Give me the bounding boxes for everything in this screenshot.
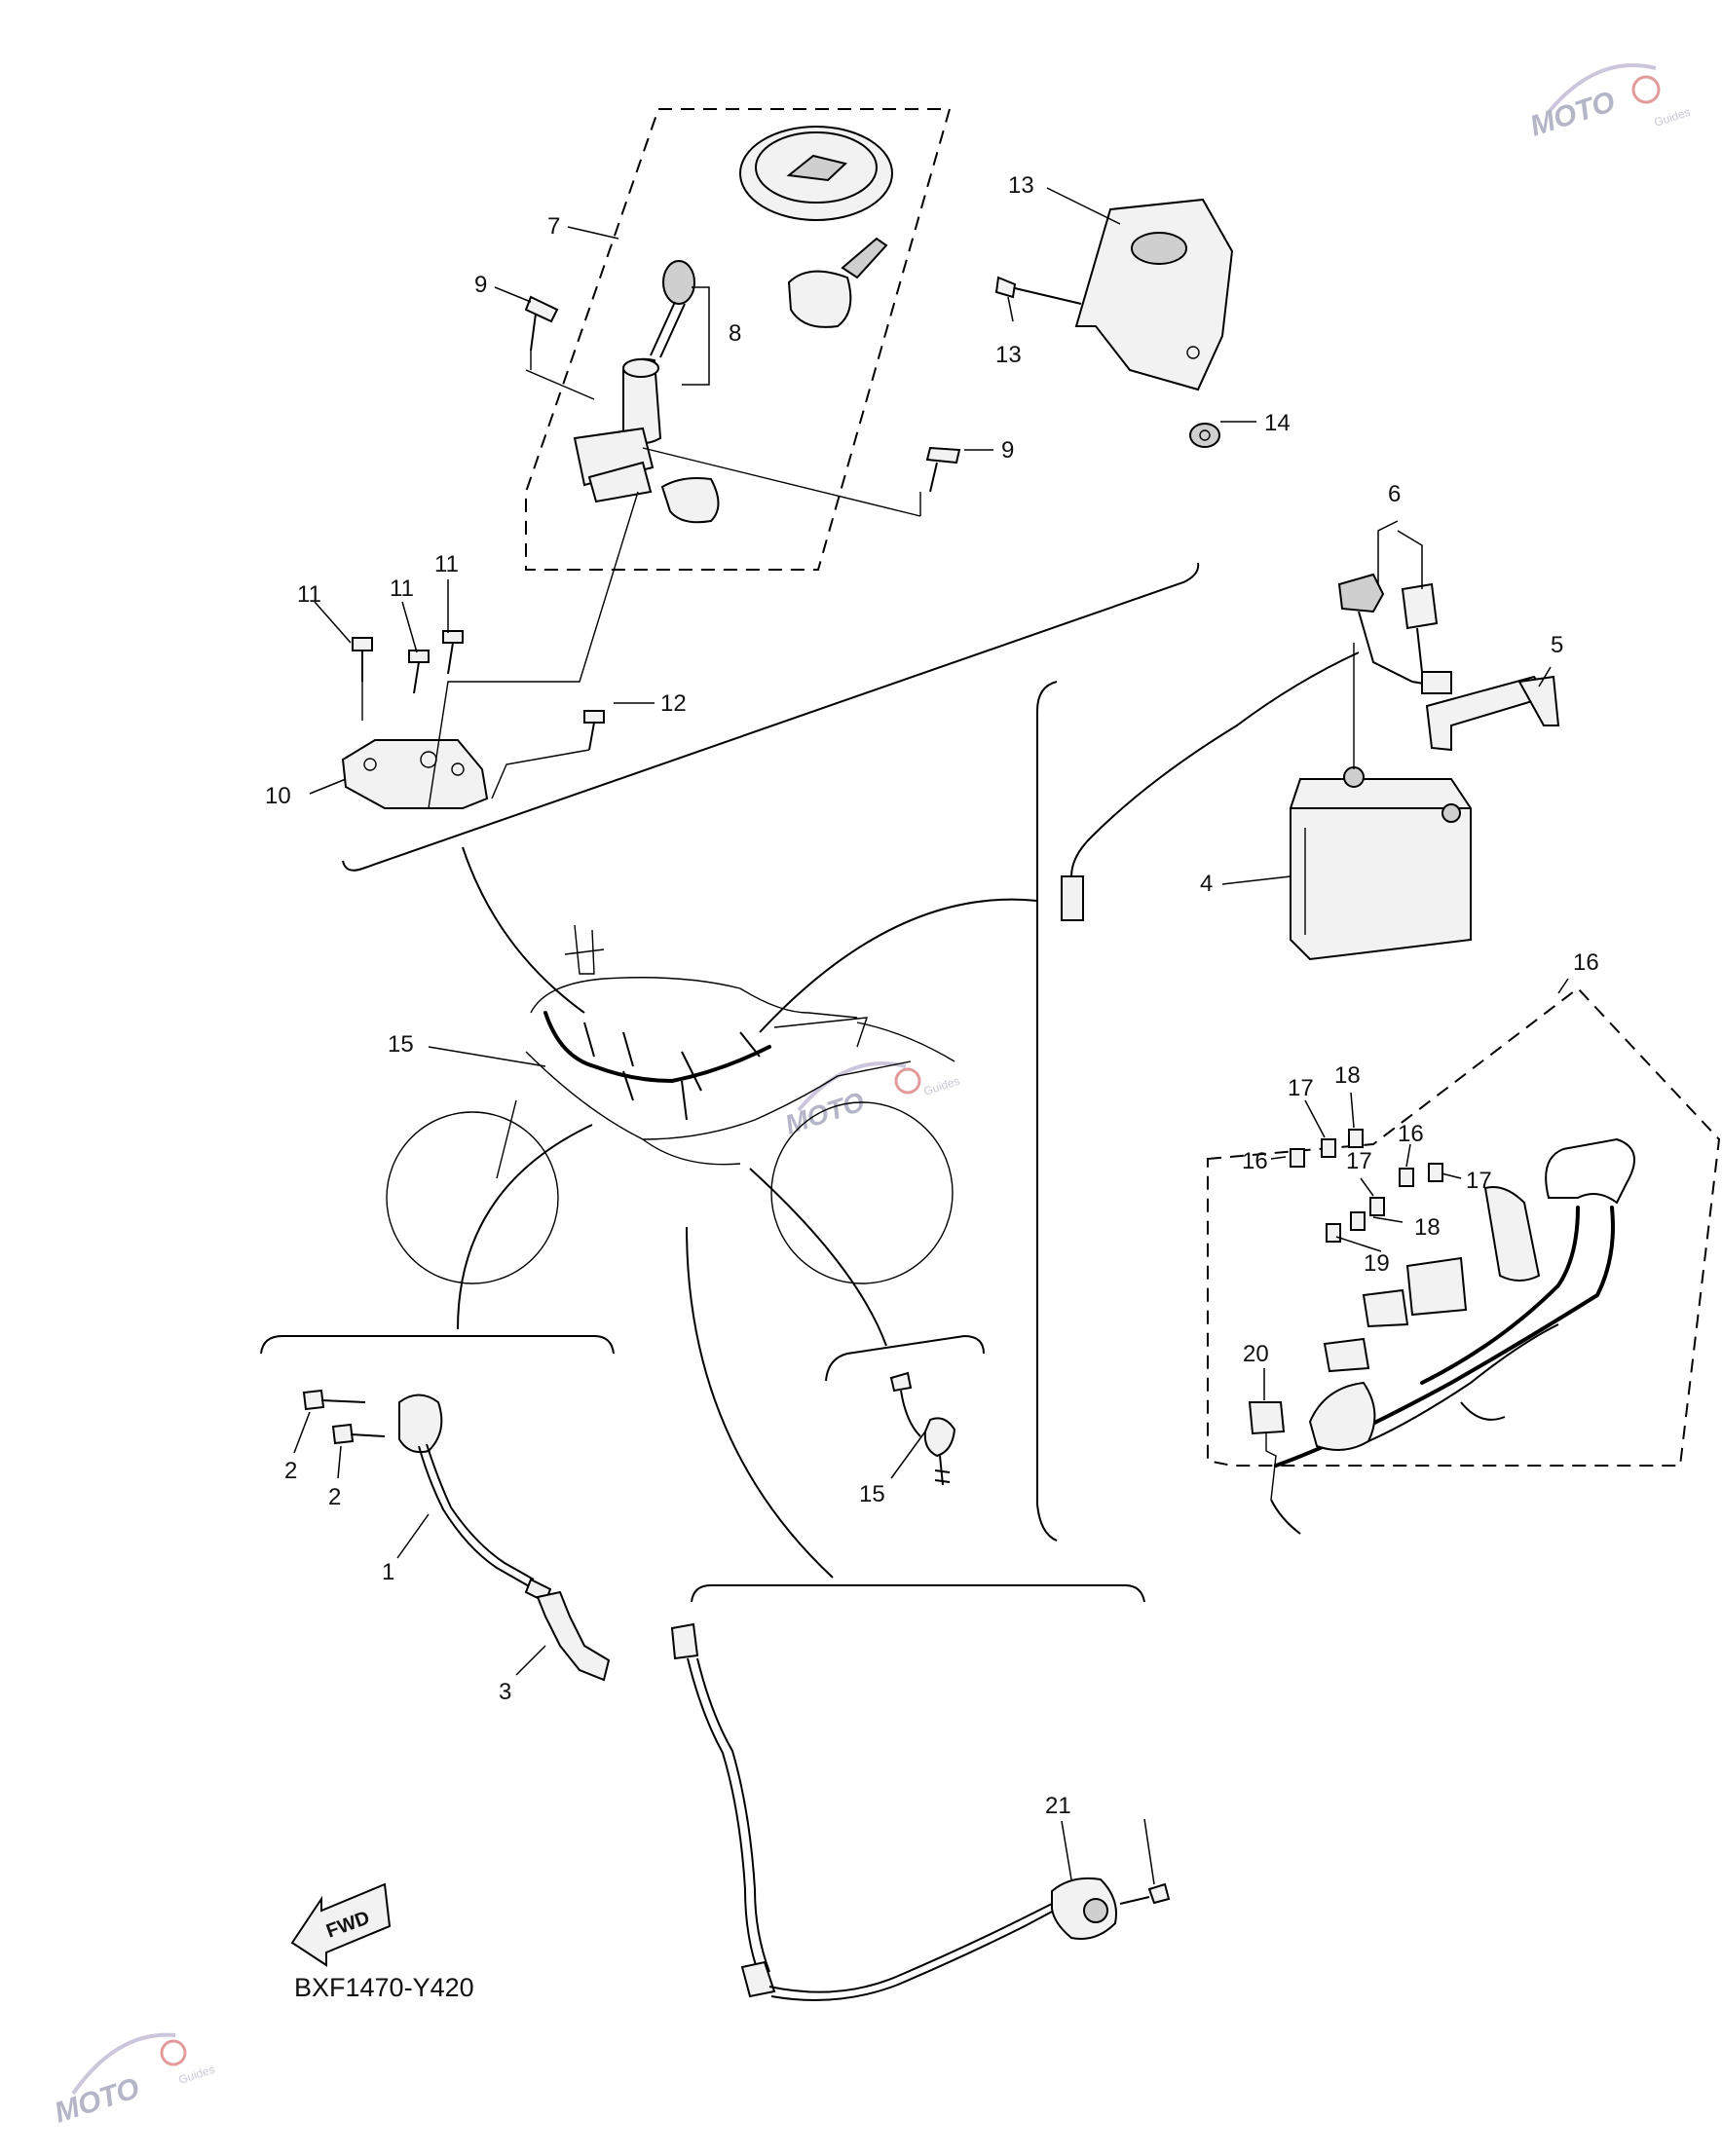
relay: [1248, 1401, 1301, 1535]
watermark-logo-center: MOTO Guides: [781, 1061, 961, 1140]
callout-7: 7: [547, 213, 560, 240]
diagram-code: BXF1470-Y420: [294, 1973, 474, 2002]
switch-20: [1051, 1877, 1117, 1940]
callout-2: 2: [284, 1458, 297, 1484]
battery-band: [1425, 675, 1560, 752]
bolts-11: [352, 630, 605, 751]
watermark-logo-top-right: MOTO Guides: [1526, 63, 1692, 143]
callout-8: 8: [729, 320, 741, 347]
callout-20: 21: [1045, 1793, 1071, 1819]
screw-9-left: [524, 295, 559, 352]
callout-14: 15: [859, 1481, 885, 1507]
callout-11: 11: [297, 581, 321, 608]
svg-text:MOTO: MOTO: [1526, 86, 1619, 143]
switch-lead: [670, 1622, 1055, 2001]
callout-10: 10: [265, 783, 291, 809]
watermark-logo-bottom-left: MOTO Guides: [51, 2032, 216, 2130]
lock-bracket: [341, 739, 489, 809]
cover-12: [1074, 198, 1234, 391]
callout-curve-14: [749, 1168, 887, 1347]
callout-12: 13: [1008, 172, 1034, 199]
svg-text:Guides: Guides: [1653, 105, 1692, 130]
bolts-2: [302, 1389, 386, 1445]
callout-6: 6: [1388, 481, 1401, 507]
callout-2: 2: [328, 1484, 341, 1510]
spark-plug-cap: [536, 1590, 611, 1682]
fuel-cap-lock: [787, 237, 888, 328]
callout-17: 18: [1414, 1214, 1441, 1241]
callout-curve-bottom: [686, 1226, 834, 1579]
battery: [1290, 766, 1472, 961]
callout-9: 9: [1001, 437, 1014, 464]
callout-curve-right: [759, 898, 1038, 1033]
callout-13: 13: [995, 342, 1022, 368]
motorcycle-outline: [386, 924, 955, 1284]
callout-4: 4: [1200, 871, 1213, 897]
svg-text:Guides: Guides: [922, 1074, 961, 1098]
harness-on-bike: [543, 1011, 771, 1084]
callout-curve-top: [462, 846, 585, 1014]
callout-11: 11: [390, 576, 414, 602]
callout-11: 11: [434, 551, 459, 577]
callout-17: 17: [1346, 1148, 1372, 1174]
fuse-box-boundary: [1207, 986, 1721, 1467]
callout-1: 1: [382, 1559, 394, 1585]
callout-curve-left: [457, 1124, 593, 1330]
fuse-box-harness: [1274, 1137, 1635, 1468]
switch-detail-panel: [670, 1584, 1171, 2001]
callout-19: 20: [1243, 1341, 1269, 1367]
fuel-tank-cap: [739, 126, 893, 221]
sensor-detail-panel: [825, 1334, 985, 1486]
callout-17: 17: [1288, 1075, 1314, 1101]
battery-lead: [1061, 573, 1452, 921]
callout-16: 16: [1398, 1121, 1424, 1147]
callout-13: 14: [1264, 410, 1291, 436]
callout-16: 16: [1242, 1148, 1268, 1174]
callout-labels: 7 8 9 9 11 11 11 12 10 13 13 14 6 5 4 15…: [265, 172, 1599, 1819]
screw-9-right: [925, 446, 961, 493]
fwd-arrow-icon: FWD: [290, 1882, 392, 1967]
leader-lines: [293, 187, 1569, 1885]
coil-detail-panel: [260, 1335, 615, 1682]
callout-11: 12: [660, 690, 687, 717]
screw-21: [1119, 1882, 1171, 1905]
callout-18: 19: [1364, 1250, 1390, 1277]
callout-15: 15: [388, 1031, 414, 1058]
callout-15: 16: [1573, 949, 1599, 976]
key: [650, 260, 695, 358]
callout-16: 17: [1466, 1168, 1492, 1194]
battery-detail-panel: [1036, 573, 1721, 1542]
svg-text:Guides: Guides: [177, 2063, 216, 2087]
svg-text:MOTO: MOTO: [51, 2072, 143, 2130]
screw-13: [994, 276, 1082, 305]
main-switch: [573, 357, 720, 524]
callout-5: 5: [1551, 632, 1563, 658]
callout-9: 9: [474, 272, 487, 298]
callout-18: 18: [1334, 1062, 1361, 1089]
ignition-detail-panel: [341, 108, 1234, 872]
ignition-coil: [398, 1394, 552, 1604]
nut-13: [1189, 423, 1220, 448]
sensor-14: [889, 1371, 956, 1486]
callout-3: 3: [499, 1679, 511, 1705]
